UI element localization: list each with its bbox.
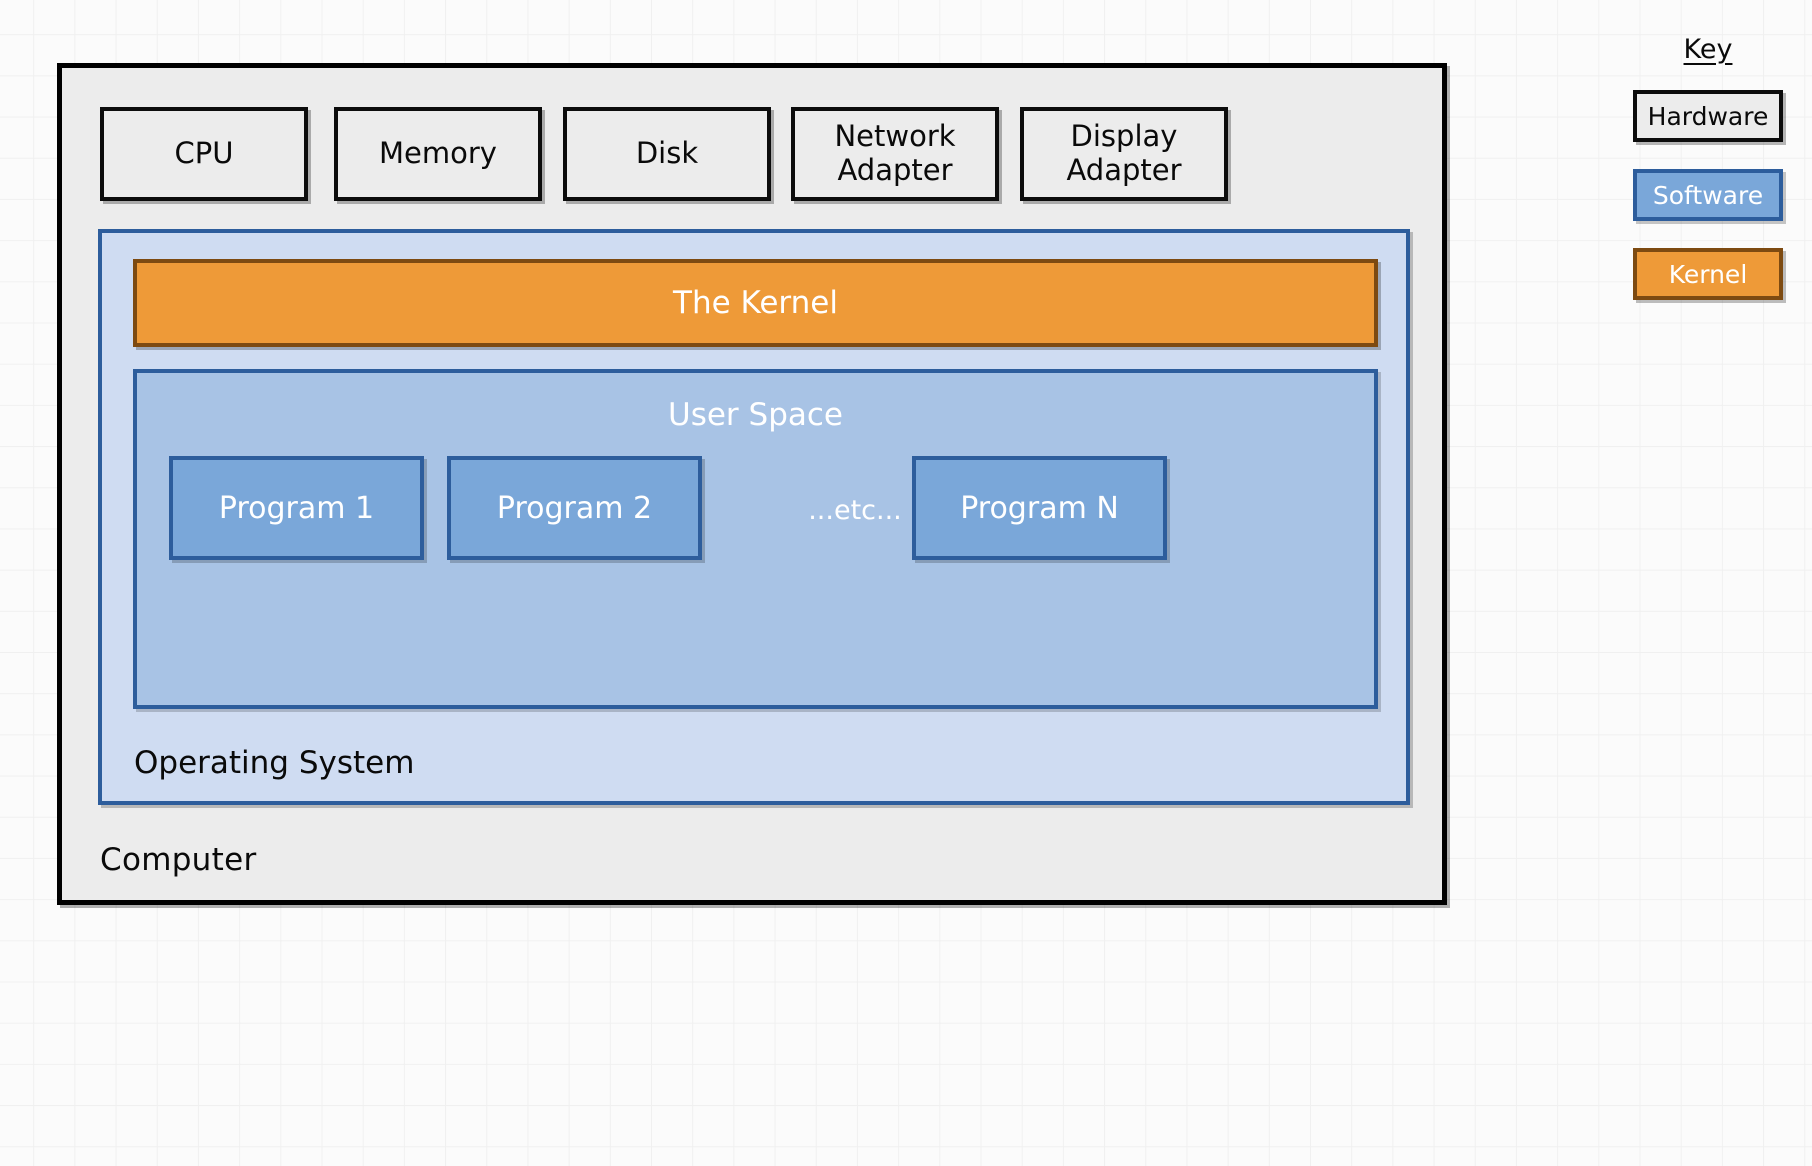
program-box-2: Program 2 (447, 456, 702, 560)
program-box-1: Program 1 (169, 456, 424, 560)
operating-system-container: The Kernel User Space Program 1 Program … (98, 229, 1410, 805)
operating-system-label: Operating System (134, 745, 415, 781)
hardware-box-memory: Memory (334, 107, 542, 201)
key-title: Key (1683, 34, 1733, 65)
key-legend: Key Hardware Software Kernel (1618, 34, 1798, 327)
user-space-container: User Space Program 1 Program 2 ...etc...… (133, 369, 1378, 709)
key-item-kernel: Kernel (1633, 248, 1783, 300)
hardware-box-disk: Disk (563, 107, 771, 201)
user-space-title: User Space (668, 397, 843, 433)
computer-label: Computer (100, 842, 257, 878)
key-item-software: Software (1633, 169, 1783, 221)
hardware-box-cpu: CPU (100, 107, 308, 201)
program-box-n: Program N (912, 456, 1167, 560)
etc-ellipsis-label: ...etc... (808, 495, 902, 526)
kernel-bar: The Kernel (133, 259, 1378, 347)
key-item-hardware: Hardware (1633, 90, 1783, 142)
